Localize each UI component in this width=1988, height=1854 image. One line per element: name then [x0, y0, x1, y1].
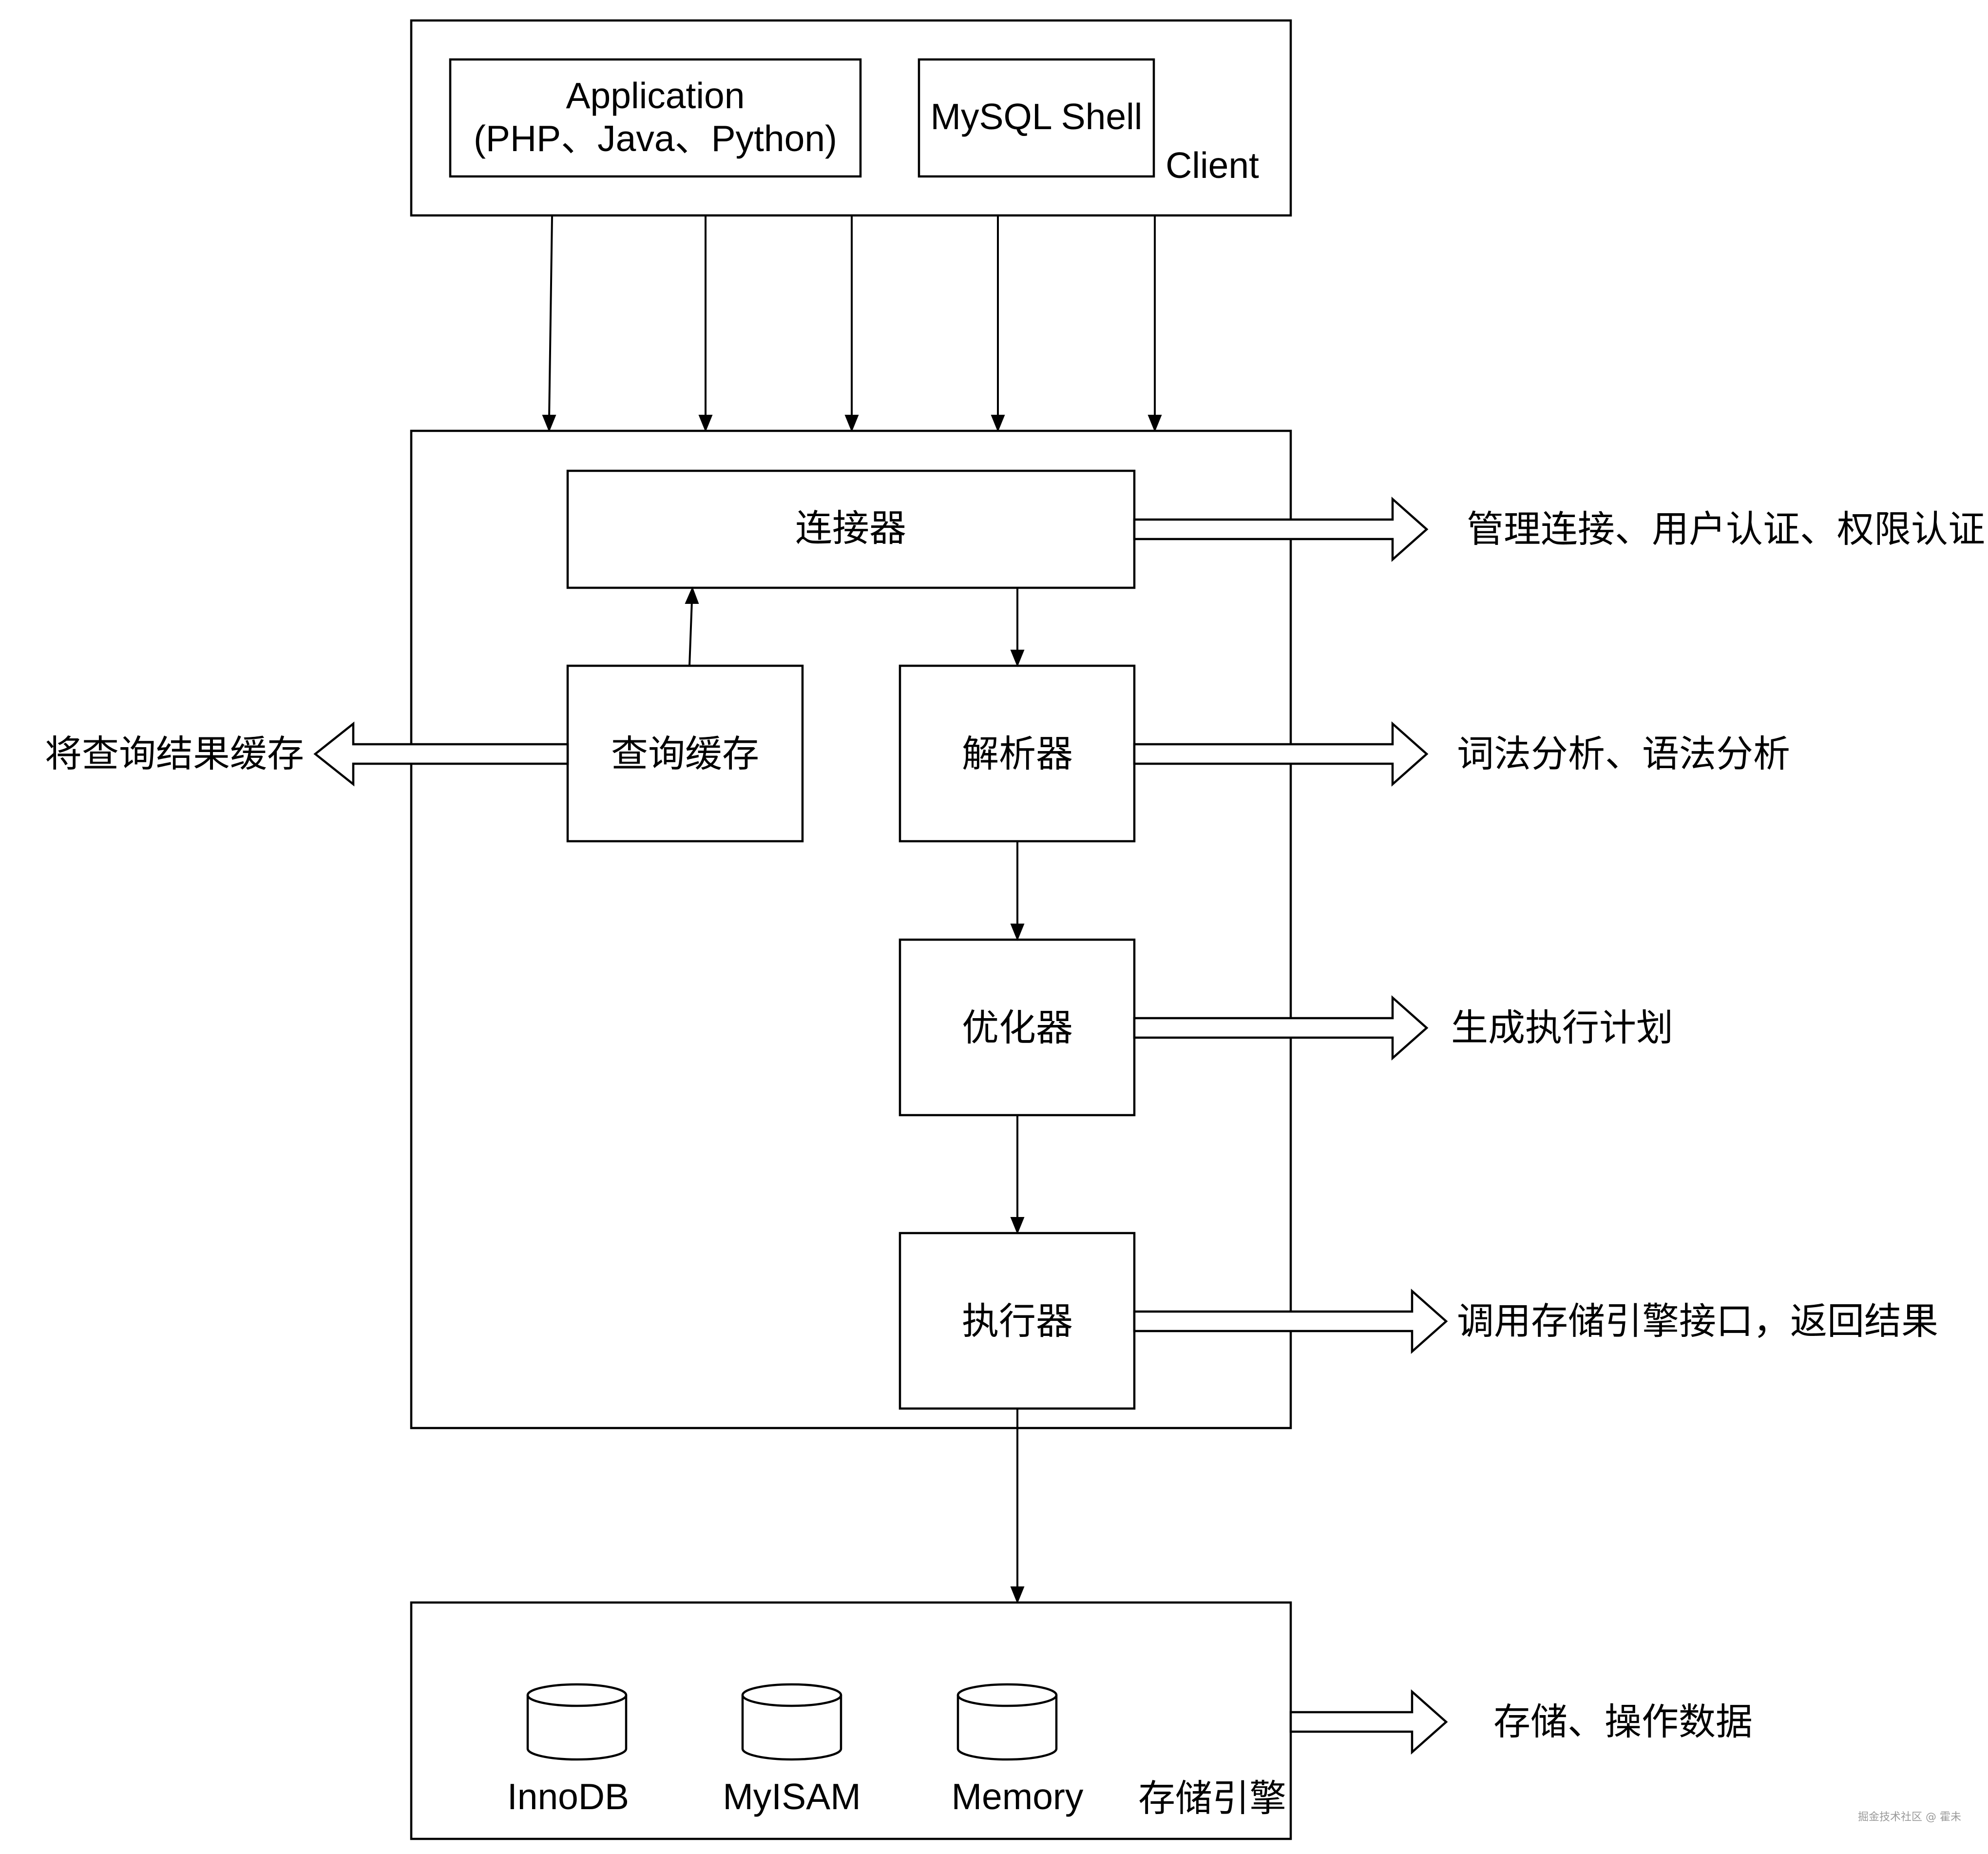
- optimizer-annotation-arrow: [1133, 995, 1429, 1061]
- parser-annotation-text: 词法分析、语法分析: [1457, 732, 1790, 775]
- memory-label: Memory: [952, 1776, 1084, 1817]
- server-layer: 连接器 查询缓存 解析器 优化器 执行器: [410, 429, 1292, 1429]
- arrowhead: [1147, 415, 1162, 432]
- arrowhead: [991, 415, 1005, 432]
- arrowhead: [1010, 1586, 1025, 1604]
- annotation-arrows: [313, 497, 1448, 1755]
- myisam-cylinder-icon: [741, 1683, 842, 1761]
- myisam-label: MyISAM: [723, 1776, 860, 1817]
- arrowhead: [1010, 1217, 1025, 1235]
- query-cache-label: 查询缓存: [611, 732, 759, 775]
- executor-annotation-text: 调用存储引擎接口，返回结果: [1457, 1299, 1938, 1343]
- storage-engine-label: 存储引擎: [1138, 1777, 1286, 1820]
- application-box: [449, 58, 862, 178]
- client-to-server-arrows: [542, 216, 1162, 432]
- innodb-label: InnoDB: [507, 1776, 629, 1817]
- executor-annotation-arrow: [1133, 1289, 1448, 1354]
- query-cache-annotation-text: 将查询结果缓存: [45, 732, 304, 775]
- storage-annotation-text: 存储、操作数据: [1493, 1700, 1753, 1743]
- query-cache-annotation-arrow: [313, 721, 569, 787]
- arrowhead: [685, 586, 699, 604]
- arrowhead: [1010, 924, 1025, 941]
- connector-box: [566, 469, 1136, 589]
- memory-cylinder-icon: [956, 1683, 1058, 1761]
- arrowhead: [1010, 650, 1025, 667]
- annotation-texts: 管理连接、用户认证、权限认证 将查询结果缓存 词法分析、语法分析 生成执行计划 …: [45, 507, 1985, 1743]
- arrowhead: [542, 415, 556, 432]
- optimizer-label: 优化器: [962, 1006, 1073, 1049]
- executor-label: 执行器: [962, 1299, 1073, 1343]
- arrowhead: [698, 415, 713, 432]
- client-label: Client: [1166, 145, 1259, 186]
- connector-annotation-text: 管理连接、用户认证、权限认证: [1467, 507, 1985, 551]
- storage-annotation-arrow: [1289, 1689, 1448, 1755]
- mysql-shell-box: [918, 58, 1155, 178]
- storage-layer: InnoDB MyISAM Memory 存储引擎: [410, 1601, 1292, 1840]
- executor-box: [898, 1232, 1136, 1410]
- parser-label: 解析器: [962, 732, 1073, 775]
- connector-annotation-arrow: [1133, 497, 1429, 562]
- connector-label: 连接器: [795, 506, 906, 550]
- mysql-shell-label: MySQL Shell: [931, 96, 1143, 137]
- application-label: Application: [566, 75, 745, 116]
- parser-annotation-arrow: [1133, 721, 1429, 787]
- watermark: 掘金技术社区 @ 霍未: [1858, 1811, 1961, 1823]
- application-languages-label: (PHP、Java、Python): [474, 118, 837, 159]
- server-container: [410, 429, 1292, 1429]
- client-layer: Application (PHP、Java、Python) MySQL Shel…: [410, 19, 1292, 217]
- arrowhead: [844, 415, 859, 432]
- internal-flow-arrows: [685, 586, 1025, 1235]
- innodb-cylinder-icon: [526, 1683, 628, 1761]
- optimizer-annotation-text: 生成执行计划: [1451, 1006, 1673, 1049]
